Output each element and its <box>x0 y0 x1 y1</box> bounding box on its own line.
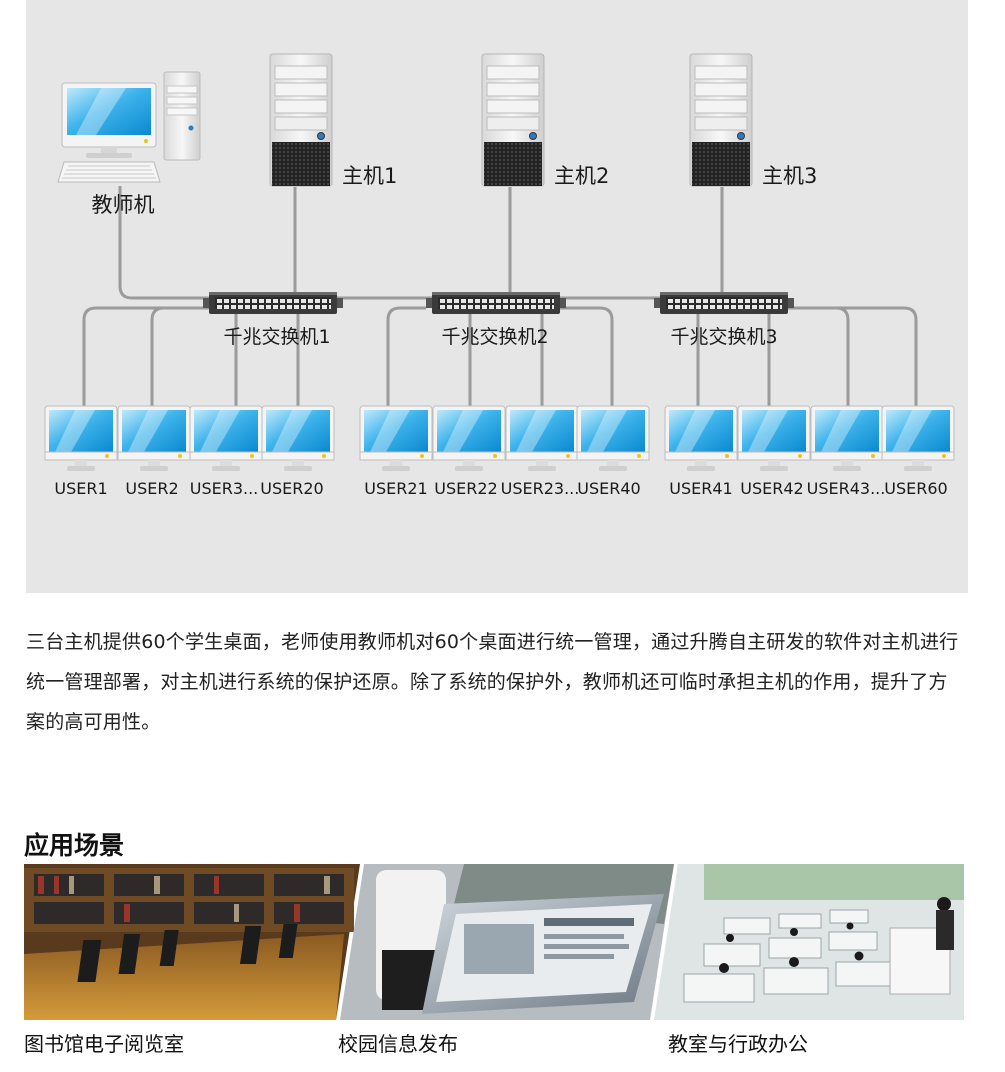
scene-caption-library: 图书馆电子阅览室 <box>24 1032 184 1056</box>
user-label: USER23... <box>501 479 580 498</box>
host-server-1-icon <box>269 53 333 187</box>
user-label: USER43... <box>807 479 886 498</box>
user-monitors <box>44 405 955 472</box>
user-label: USER22 <box>434 479 497 498</box>
switch-1-label: 千兆交换机1 <box>223 326 330 348</box>
host-3-label: 主机3 <box>762 164 817 188</box>
host-server-2-icon <box>481 53 545 187</box>
switch-3-label: 千兆交换机3 <box>670 326 777 348</box>
user-label: USER1 <box>54 479 107 498</box>
classroom-office-image <box>654 864 964 1020</box>
user-label: USER60 <box>884 479 947 498</box>
solution-description: 三台主机提供60个学生桌面，老师使用教师机对60个桌面进行统一管理，通过升腾自主… <box>26 631 959 733</box>
user-label: USER21 <box>364 479 427 498</box>
user-label: USER20 <box>260 479 323 498</box>
campus-info-kiosk-image <box>340 864 674 1020</box>
gigabit-switch-2-icon <box>426 292 566 314</box>
user-label: USER41 <box>669 479 732 498</box>
teacher-label: 教师机 <box>92 193 155 217</box>
user-label: USER40 <box>577 479 640 498</box>
user-label: USER2 <box>125 479 178 498</box>
section-title: 应用场景 <box>24 831 125 860</box>
scene-caption-classroom: 教室与行政办公 <box>668 1032 808 1056</box>
scene-caption-kiosk: 校园信息发布 <box>338 1032 458 1056</box>
library-reading-room-image <box>24 864 360 1020</box>
switch-2-label: 千兆交换机2 <box>441 326 548 348</box>
user-label: USER42 <box>740 479 803 498</box>
network-diagram: 教师机 主机1 主机2 主机3 千兆交换机1 千兆交换机2 千兆交换机3 USE… <box>26 0 968 593</box>
teacher-computer-icon <box>57 71 201 183</box>
host-1-label: 主机1 <box>342 164 397 188</box>
gigabit-switch-3-icon <box>654 292 794 314</box>
user-label: USER3... <box>190 479 259 498</box>
host-2-label: 主机2 <box>554 164 609 188</box>
scene-photos <box>24 864 964 1020</box>
host-server-3-icon <box>689 53 753 187</box>
gigabit-switch-1-icon <box>203 292 343 314</box>
